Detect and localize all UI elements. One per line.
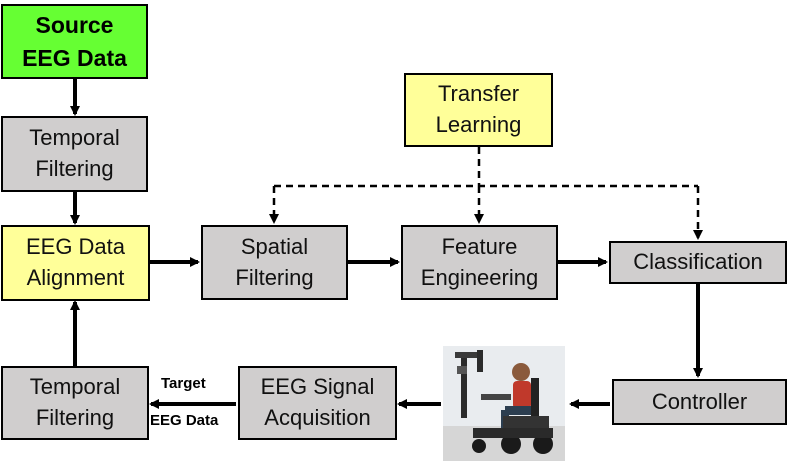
eeg-data-alignment-box: EEG Data Alignment xyxy=(1,225,150,301)
classification-box: Classification xyxy=(609,241,787,284)
spatial-filtering-box: Spatial Filtering xyxy=(201,225,348,300)
controller-box: Controller xyxy=(612,379,787,425)
target-eeg-data-label: EEG Data xyxy=(150,412,219,429)
temporal-filtering-top-box: Temporal Filtering xyxy=(1,116,148,192)
wheelchair-robot-arm-image xyxy=(443,346,565,461)
eeg-signal-acquisition-box: EEG Signal Acquisition xyxy=(238,366,397,440)
temporal-filtering-bottom-box: Temporal Filtering xyxy=(1,366,149,440)
transfer-learning-box: Transfer Learning xyxy=(404,73,553,147)
feature-engineering-box: Feature Engineering xyxy=(401,225,558,300)
source-eeg-data-box: Source EEG Data xyxy=(1,4,148,79)
target-label: Target xyxy=(161,375,206,392)
